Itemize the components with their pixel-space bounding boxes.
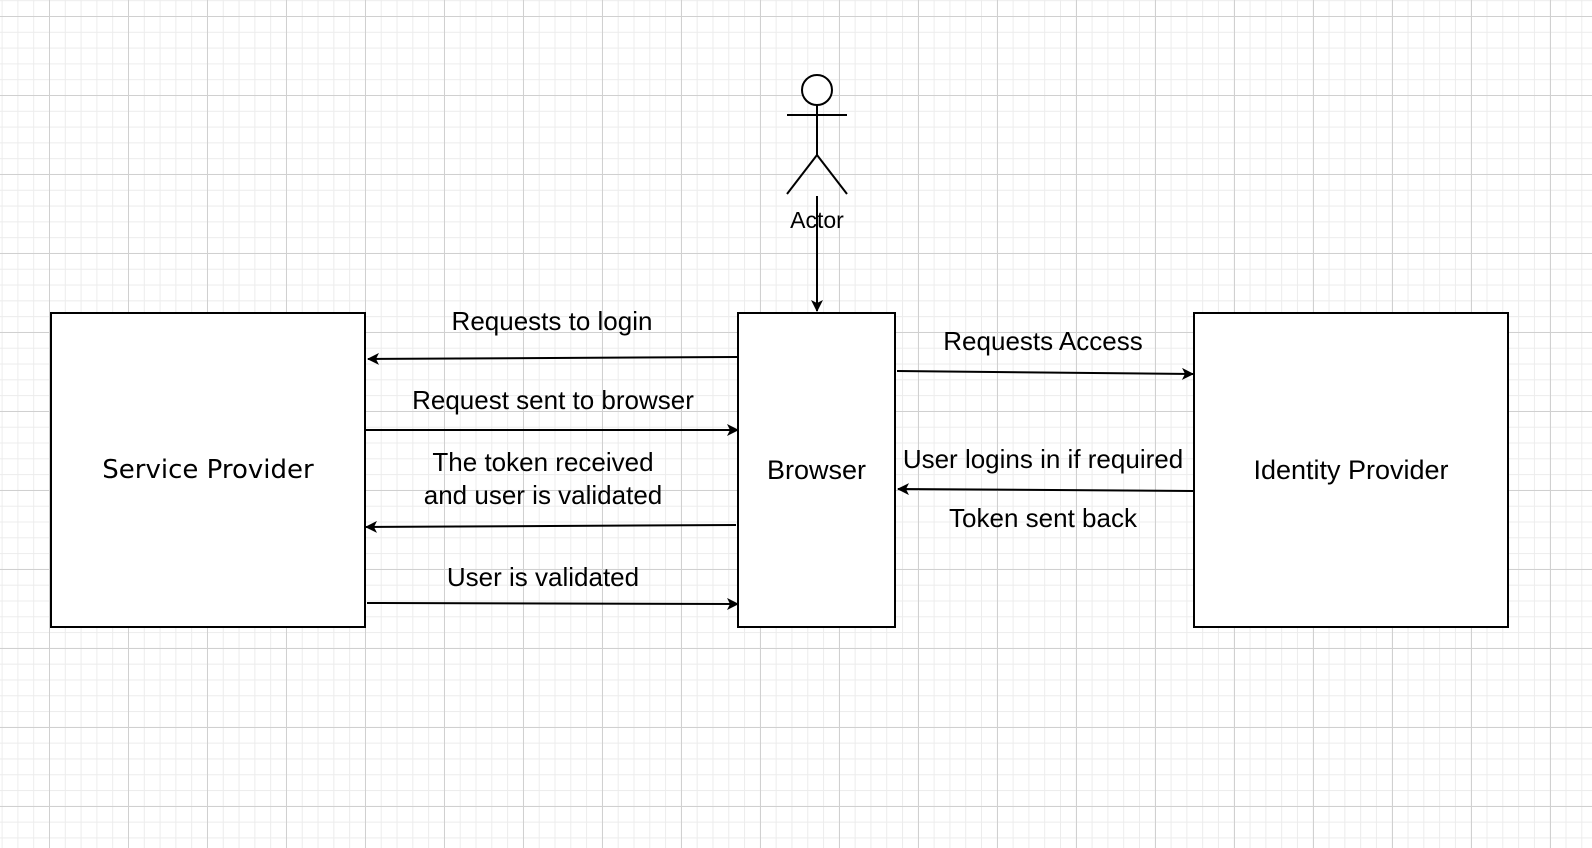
- browser-node[interactable]: Browser: [737, 312, 896, 628]
- token-received-label-line2: and user is validated: [423, 480, 663, 510]
- service-provider-node[interactable]: Service Provider: [50, 312, 366, 628]
- token-received-label-line1: The token received: [432, 447, 654, 477]
- user-is-validated-label: User is validated: [446, 562, 640, 592]
- actor-icon[interactable]: [786, 74, 848, 195]
- identity-provider-label: Identity Provider: [1253, 454, 1449, 485]
- user-logins-label: User logins in if required: [902, 444, 1184, 474]
- request-sent-to-browser-label: Request sent to browser: [412, 385, 694, 415]
- identity-provider-node[interactable]: Identity Provider: [1193, 312, 1509, 628]
- requests-to-login-label: Requests to login: [451, 306, 653, 336]
- token-received-arrow[interactable]: [365, 520, 737, 533]
- service-provider-label: Service Provider: [102, 455, 314, 485]
- token-sent-back-label: Token sent back: [949, 503, 1137, 533]
- requests-access-label: Requests Access: [943, 326, 1143, 356]
- token-sent-back-arrow[interactable]: [897, 483, 1194, 496]
- requests-to-login-arrow[interactable]: [367, 352, 738, 365]
- requests-access-arrow[interactable]: [896, 367, 1194, 380]
- browser-label: Browser: [766, 454, 867, 485]
- actor-label: Actor: [790, 207, 844, 233]
- user-is-validated-arrow[interactable]: [366, 597, 739, 610]
